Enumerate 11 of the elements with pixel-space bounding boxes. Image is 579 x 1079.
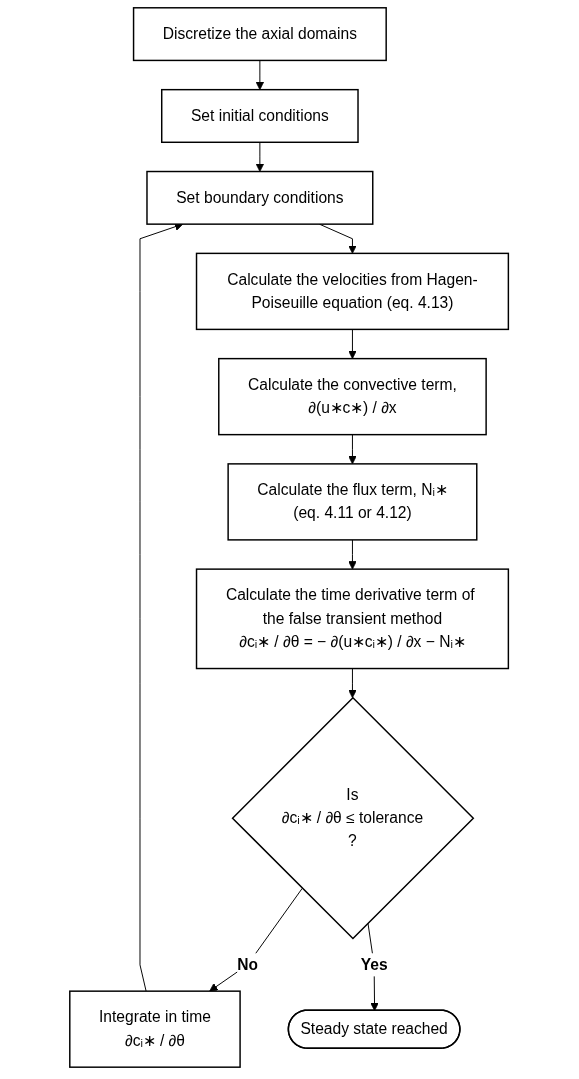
node-box: Discretize the axial domains — [133, 7, 388, 62]
edge-label: No — [237, 956, 259, 973]
node-box: Set boundary conditions — [146, 170, 374, 225]
node-box: Calculate the convective term, ∂(u∗c∗) / ∂x — [218, 357, 488, 436]
edge-label: Yes — [361, 956, 388, 973]
node-box: Calculate the flux term, Nᵢ∗ (eq. 4.11 or 4.12) — [227, 463, 478, 541]
node-box: Calculate the time derivative term of the false transient method ∂cᵢ∗ / ∂θ = − ∂(u∗cᵢ∗) / ∂x − Nᵢ∗ — [196, 568, 510, 670]
node-diamond: Is ∂cᵢ∗ / ∂θ ≤ tolerance ? — [231, 696, 475, 940]
node-box: Integrate in time ∂cᵢ∗ / ∂θ — [69, 990, 242, 1068]
node-box: Set initial conditions — [161, 88, 360, 143]
node-box: Calculate the velocities from Hagen-Poiseuille equation (eq. 4.13) — [196, 252, 510, 331]
